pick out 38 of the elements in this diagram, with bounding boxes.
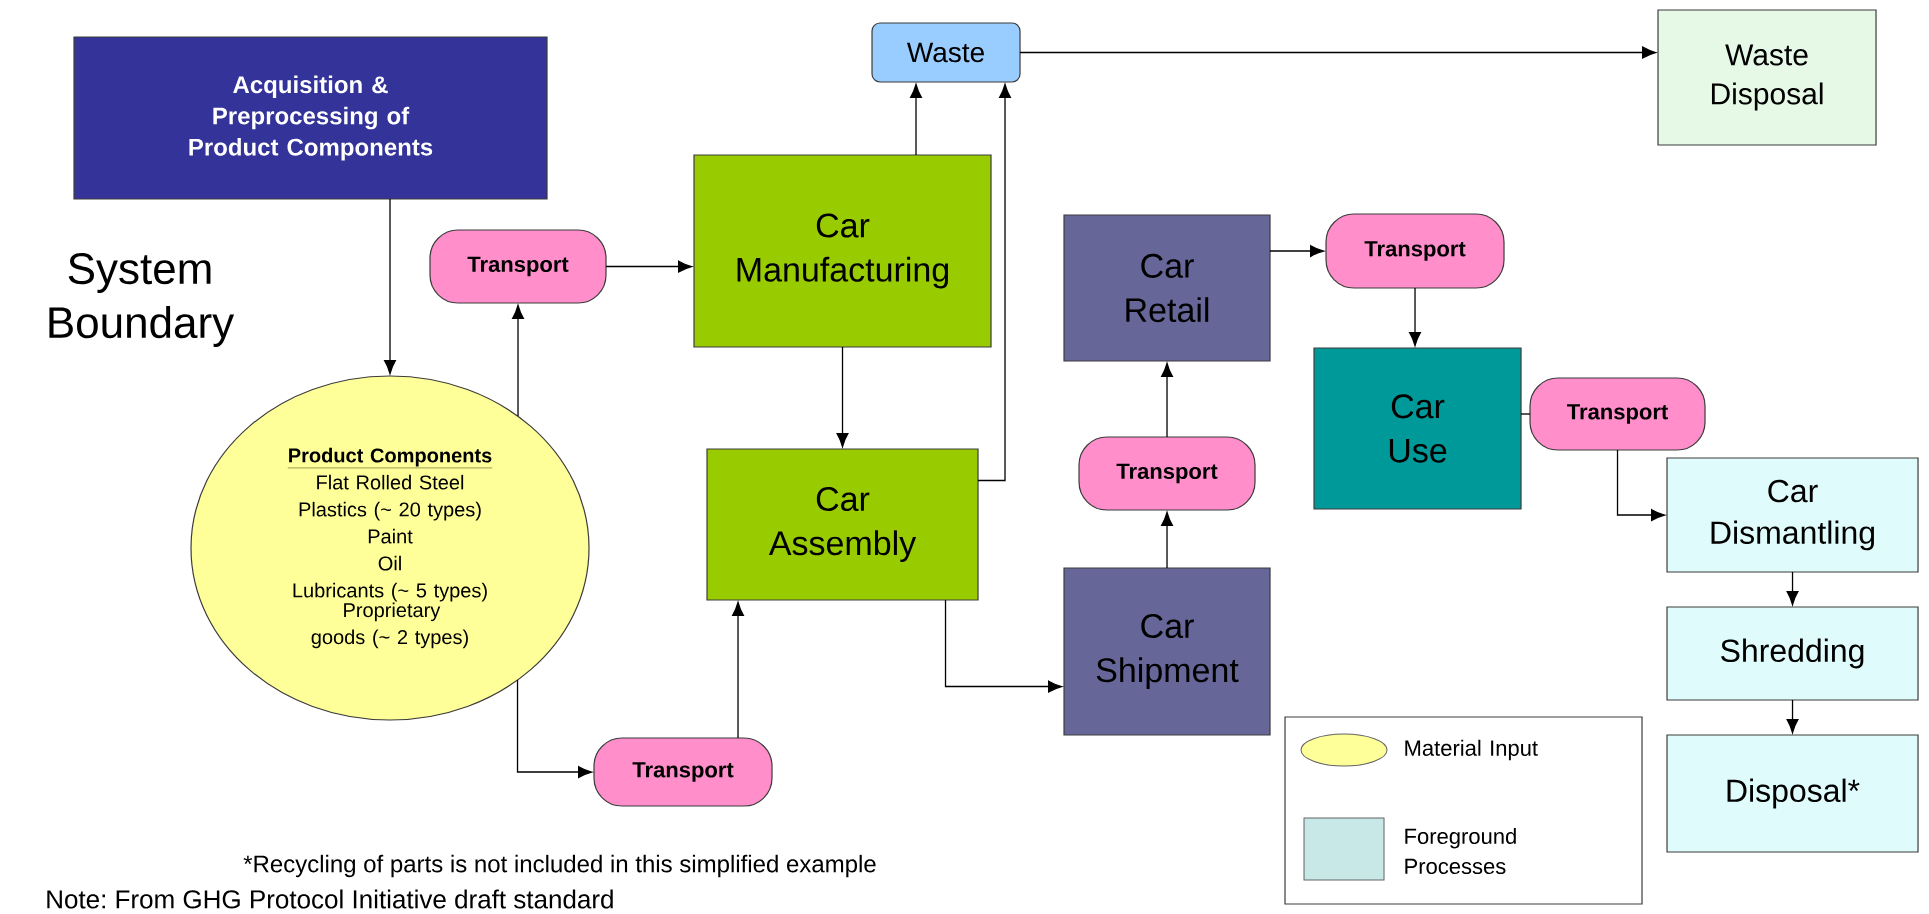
- arrow: [516, 679, 593, 778]
- process-box: Car Manufacturing: [693, 154, 992, 348]
- note: Note: From GHG Protocol Initiative draft standard: [47, 889, 613, 909]
- rounded-box: Transport: [1325, 213, 1505, 289]
- arrow: [1161, 511, 1173, 569]
- arrow: [1786, 571, 1799, 606]
- arrow: [977, 83, 1011, 482]
- arrow: [836, 346, 849, 448]
- arrow: [1409, 287, 1421, 347]
- process-box: Car Dismantling: [1666, 457, 1919, 573]
- arrow: [1616, 449, 1666, 521]
- process-box: Disposal*: [1666, 734, 1919, 853]
- process-box: Car Use: [1313, 347, 1522, 510]
- process-box: Car Retail: [1063, 214, 1271, 362]
- rounded-box: Transport: [429, 229, 607, 304]
- arrow: [1269, 245, 1325, 257]
- rounded-box: Waste: [871, 22, 1021, 83]
- legend-label: Material Input: [1405, 739, 1538, 761]
- arrow: [605, 260, 693, 273]
- arrow: [384, 198, 396, 375]
- process-box: Shredding: [1666, 606, 1919, 701]
- footnote: *Recycling of parts is not included in this simplified example: [243, 854, 876, 878]
- system-boundary-label: System Boundary: [49, 253, 235, 347]
- process-box: Car Shipment: [1063, 567, 1271, 736]
- rounded-box: Transport: [1078, 436, 1256, 511]
- rounded-box: Transport: [593, 737, 773, 807]
- legend-label: Foreground Processes: [1405, 827, 1516, 875]
- arrow: [944, 599, 1063, 693]
- process-box: Car Assembly: [706, 448, 979, 601]
- rounded-box: Transport: [1529, 377, 1706, 451]
- arrow: [512, 304, 524, 417]
- process-box: Waste Disposal: [1657, 9, 1877, 146]
- arrow: [910, 83, 922, 156]
- arrow: [1786, 699, 1799, 734]
- arrow: [1019, 46, 1657, 59]
- arrow: [732, 601, 744, 739]
- arrow: [1161, 362, 1173, 438]
- process-box: Acquisition & Preprocessing of Product Components: [73, 36, 548, 200]
